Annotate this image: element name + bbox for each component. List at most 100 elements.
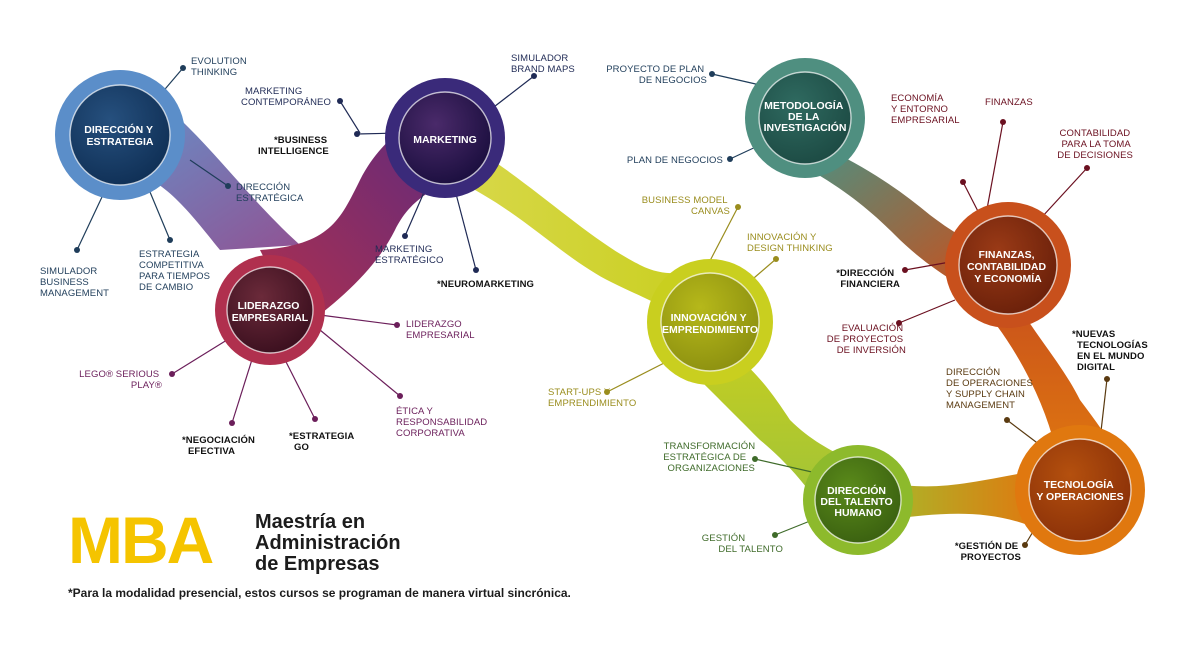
topic-label: CONTABILIDAD PARA LA TOMA DE DECISIONES xyxy=(1057,128,1133,161)
mba-logo: MBA xyxy=(68,503,214,577)
topic-label: INNOVACIÓN Y DESIGN THINKING xyxy=(747,232,833,254)
topic-label: LEGO® SERIOUS PLAY® xyxy=(79,369,162,391)
spoke-marketing-contemporaneo xyxy=(339,100,361,134)
hub-title-marketing: MARKETING xyxy=(413,134,477,146)
dot xyxy=(180,65,186,71)
spoke-lego xyxy=(171,334,236,375)
topic-label: *NEUROMARKETING xyxy=(437,279,534,290)
dot xyxy=(1000,119,1006,125)
hub-tecnologia-inner xyxy=(1028,438,1132,542)
dot xyxy=(397,393,403,399)
hub-liderazgo[interactable] xyxy=(215,255,325,365)
hub-title-finanzas: FINANZAS, CONTABILIDAD Y ECONOMÍA xyxy=(967,249,1049,285)
connector-tecnologia-finanzas xyxy=(975,290,1120,470)
dot xyxy=(402,233,408,239)
hub-metodologia-inner xyxy=(758,71,852,165)
topic-label: *NEGOCIACIÓN EFECTIVA xyxy=(182,434,258,457)
spoke-negociacion xyxy=(231,349,256,424)
topic-label: GESTIÓN DEL TALENTO xyxy=(702,533,783,555)
dot xyxy=(473,267,479,273)
dot xyxy=(312,416,318,422)
dot xyxy=(709,71,715,77)
hub-direccion[interactable] xyxy=(55,70,185,200)
topic-label: DIRECCIÓN ESTRATÉGICA xyxy=(236,182,304,204)
dot xyxy=(169,371,175,377)
hub-title-direccion: DIRECCIÓN Y ESTRATEGIA xyxy=(84,123,155,148)
hub-tecnologia[interactable] xyxy=(1015,425,1145,555)
dot xyxy=(902,267,908,273)
topic-label: ESTRATEGIA COMPETITIVA PARA TIEMPOS DE C… xyxy=(139,249,213,293)
topic-label: DIRECCIÓN DE OPERACIONES Y SUPPLY CHAIN … xyxy=(946,367,1036,411)
spoke-neuromarketing xyxy=(454,189,477,271)
hub-liderazgo-inner xyxy=(226,266,314,354)
topic-label: ECONOMÍA Y ENTORNO EMPRESARIAL xyxy=(891,93,960,126)
topic-label: *BUSINESS INTELLIGENCE xyxy=(258,135,330,157)
topic-label: *GESTIÓN DE PROYECTOS xyxy=(955,540,1021,563)
topic-label: PROYECTO DE PLAN DE NEGOCIOS xyxy=(606,64,707,86)
connector-talento-tecnologia xyxy=(880,470,1040,530)
dot xyxy=(531,73,537,79)
topic-label: FINANZAS xyxy=(985,97,1033,108)
hub-marketing-inner xyxy=(398,91,492,185)
topic-label: SIMULADOR BUSINESS MANAGEMENT xyxy=(40,266,109,299)
spoke-etica xyxy=(319,329,401,397)
footnote: *Para la modalidad presencial, estos cur… xyxy=(68,586,571,600)
dot xyxy=(604,389,610,395)
hub-metodologia[interactable] xyxy=(745,58,865,178)
dot xyxy=(225,183,231,189)
topic-label: EVALUACIÓN DE PROYECTOS DE INVERSIÓN xyxy=(827,323,906,356)
spoke-evaluacion xyxy=(898,299,956,324)
dot xyxy=(229,420,235,426)
hub-marketing[interactable] xyxy=(385,78,505,198)
connector-finanzas-metodologia xyxy=(810,150,985,285)
hub-title-tecnologia: TECNOLOGÍA Y OPERACIONES xyxy=(1036,478,1123,503)
dot xyxy=(337,98,343,104)
hub-direccion-inner xyxy=(69,84,171,186)
hub-title-metodologia: METODOLOGÍA DE LA INVESTIGACIÓN xyxy=(764,99,847,134)
spoke-liderazgo-empresarial xyxy=(319,314,398,326)
topic-label: TRANSFORMACIÓN ESTRATÉGICA DE ORGANIZACI… xyxy=(663,441,758,474)
hub-title-talento: DIRECCIÓN DEL TALENTO HUMANO xyxy=(820,484,895,519)
dot xyxy=(773,256,779,262)
spoke-brand-maps xyxy=(489,75,535,111)
hub-title-liderazgo: LIDERAZGO EMPRESARIAL xyxy=(232,300,309,324)
dot xyxy=(354,131,360,137)
program-name: Maestría en Administración de Empresas xyxy=(255,512,401,575)
topic-label: PLAN DE NEGOCIOS xyxy=(627,155,723,166)
dot xyxy=(1004,417,1010,423)
topic-label: EVOLUTION THINKING xyxy=(191,56,250,78)
spoke-direccion-financiera xyxy=(904,261,951,271)
dot xyxy=(772,532,778,538)
topic-label: LIDERAZGO EMPRESARIAL xyxy=(406,319,475,341)
program-name-line: de Empresas xyxy=(255,553,380,575)
hub-innovacion[interactable] xyxy=(647,259,773,385)
hub-innovacion-inner xyxy=(660,272,760,372)
spoke-proyecto-plan xyxy=(711,73,761,86)
dot xyxy=(727,156,733,162)
spoke-operaciones xyxy=(1006,419,1041,446)
dot xyxy=(74,247,80,253)
topic-label: *DIRECCIÓN FINANCIERA xyxy=(836,267,900,290)
topic-label: START-UPS Y EMPRENDIMIENTO xyxy=(548,387,636,409)
hub-title-innovacion: INNOVACIÓN Y EMPRENDIMIENTO xyxy=(662,311,758,336)
program-name-line: Administración xyxy=(255,532,401,554)
topic-label: BUSINESS MODEL CANVAS xyxy=(642,195,730,217)
hub-finanzas[interactable] xyxy=(945,202,1071,328)
hub-talento-inner xyxy=(814,456,902,544)
spoke-direccion-estrategica xyxy=(189,159,229,187)
spoke-marketing-estrategico xyxy=(404,189,426,237)
topic-label: *ESTRATEGIA GO xyxy=(289,431,357,453)
topic-label: MARKETING CONTEMPORÁNEO xyxy=(241,86,331,108)
dot xyxy=(394,322,400,328)
dot xyxy=(735,204,741,210)
spoke-dots xyxy=(74,65,1110,548)
hub-connectors xyxy=(92,110,1120,530)
topic-label: SIMULADOR BRAND MAPS xyxy=(511,53,575,75)
hub-finanzas-inner xyxy=(958,215,1058,315)
dot xyxy=(960,179,966,185)
dot xyxy=(167,237,173,243)
hub-talento[interactable] xyxy=(803,445,913,555)
topic-label: MARKETING ESTRATÉGICO xyxy=(375,244,444,266)
topic-label: ÉTICA Y RESPONSABILIDAD CORPORATIVA xyxy=(396,406,490,439)
